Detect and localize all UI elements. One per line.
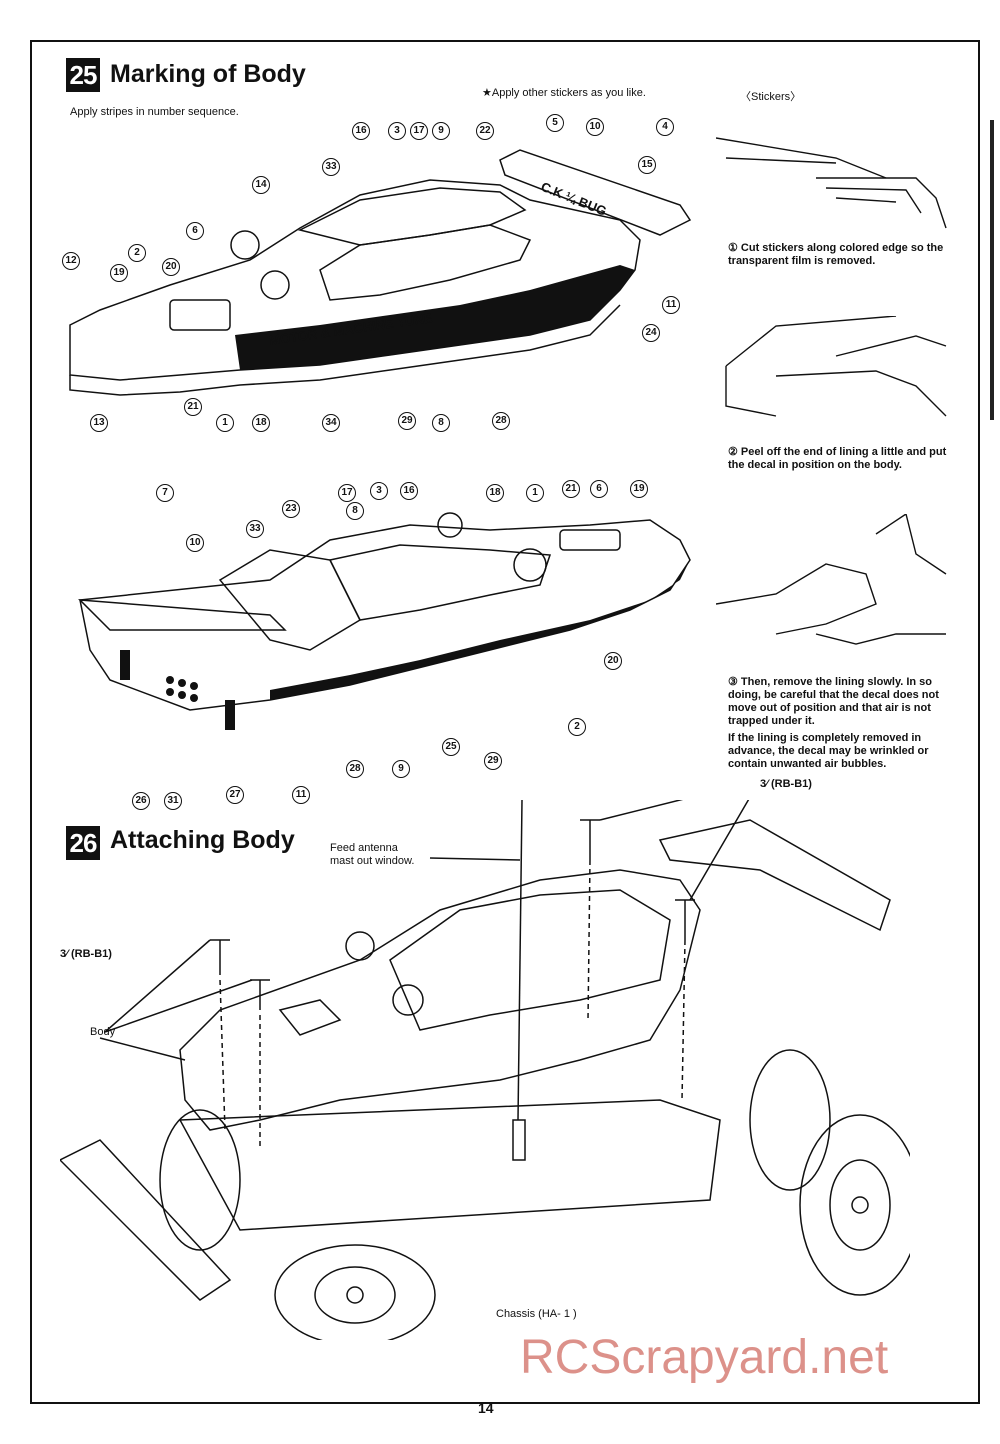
callout-5: 5 xyxy=(546,114,564,132)
callout-1: 1 xyxy=(216,414,234,432)
callout-12: 12 xyxy=(62,252,80,270)
callout-33: 33 xyxy=(322,158,340,176)
callout-19: 19 xyxy=(110,264,128,282)
callout-11b: 11 xyxy=(292,786,310,804)
callout-16b: 16 xyxy=(400,482,418,500)
callout-26: 26 xyxy=(132,792,150,810)
callout-31: 31 xyxy=(164,792,182,810)
step-25-note-left: Apply stripes in number sequence. xyxy=(70,106,239,118)
callout-3: 3 xyxy=(388,122,406,140)
callout-1b: 1 xyxy=(526,484,544,502)
callout-29: 29 xyxy=(398,412,416,430)
callout-6b: 6 xyxy=(590,480,608,498)
callout-18: 18 xyxy=(252,414,270,432)
callout-17b: 17 xyxy=(338,484,356,502)
callout-22: 22 xyxy=(476,122,494,140)
callout-2: 2 xyxy=(128,244,146,262)
stickers-header: 〈Stickers〉 xyxy=(740,91,802,103)
antenna-note: Feed antenna mast out window. xyxy=(330,842,415,867)
body-rear-view-illustration xyxy=(78,512,691,730)
callout-10b: 10 xyxy=(186,534,204,552)
page-number: 14 xyxy=(478,1400,494,1416)
callout-9: 9 xyxy=(432,122,450,140)
callout-14: 14 xyxy=(252,176,270,194)
callout-23: 23 xyxy=(282,500,300,518)
step-25-note-right: ★Apply other stickers as you like. xyxy=(482,87,646,99)
page-edge-bar xyxy=(990,120,994,420)
callout-28b: 28 xyxy=(346,760,364,778)
callout-34: 34 xyxy=(322,414,340,432)
step-26-title: Attaching Body xyxy=(110,826,295,854)
callout-8: 8 xyxy=(432,414,450,432)
body-top-view-illustration: MOTOR & MACHINE TUNE C.K ¼ BUG xyxy=(69,149,692,396)
callout-25: 25 xyxy=(442,738,460,756)
callout-8b: 8 xyxy=(346,502,364,520)
callout-6: 6 xyxy=(186,222,204,240)
ck-decal-text: C.K ¼ BUG xyxy=(539,179,609,219)
callout-29b: 29 xyxy=(484,752,502,770)
sticker-step-1: ① Cut stickers along colored edge so the… xyxy=(728,242,944,267)
callout-33b: 33 xyxy=(246,520,264,538)
sticker-warning: If the lining is completely removed in a… xyxy=(728,732,929,770)
callout-18b: 18 xyxy=(486,484,504,502)
callout-11: 11 xyxy=(662,296,680,314)
callout-24: 24 xyxy=(642,324,660,342)
callout-21b: 21 xyxy=(562,480,580,498)
callout-7: 7 xyxy=(156,484,174,502)
step-25-title: Marking of Body xyxy=(110,60,306,88)
callout-20: 20 xyxy=(162,258,180,276)
remove-lining-illustration xyxy=(716,514,947,645)
callout-20b: 20 xyxy=(604,652,622,670)
callout-19b: 19 xyxy=(630,480,648,498)
callout-2b: 2 xyxy=(568,718,586,736)
attaching-body-illustration xyxy=(60,800,910,1340)
callout-28: 28 xyxy=(492,412,510,430)
callout-15: 15 xyxy=(638,156,656,174)
callout-13: 13 xyxy=(90,414,108,432)
step-25-number: 25 xyxy=(66,58,100,92)
callout-3b: 3 xyxy=(370,482,388,500)
screw-label-right: 3⁄ (RB-B1) xyxy=(760,778,812,790)
watermark: RCScrapyard.net xyxy=(520,1331,889,1384)
sticker-step-2: ② Peel off the end of lining a little an… xyxy=(728,446,947,471)
callout-10: 10 xyxy=(586,118,604,136)
callout-4: 4 xyxy=(656,118,674,136)
callout-9b: 9 xyxy=(392,760,410,778)
callout-17: 17 xyxy=(410,122,428,140)
peel-lining-illustration xyxy=(725,316,947,417)
callout-21: 21 xyxy=(184,398,202,416)
screw-label-left: 3⁄ (RB-B1) xyxy=(60,948,112,960)
page-frame xyxy=(30,40,980,1404)
callout-16: 16 xyxy=(352,122,370,140)
chassis-label: Chassis (HA- 1 ) xyxy=(496,1308,577,1320)
sticker-step-3: ③ Then, remove the lining slowly. In so … xyxy=(728,676,939,727)
step-26-number: 26 xyxy=(66,826,100,860)
callout-27: 27 xyxy=(226,786,244,804)
scissors-cutting-illustration xyxy=(716,137,947,229)
